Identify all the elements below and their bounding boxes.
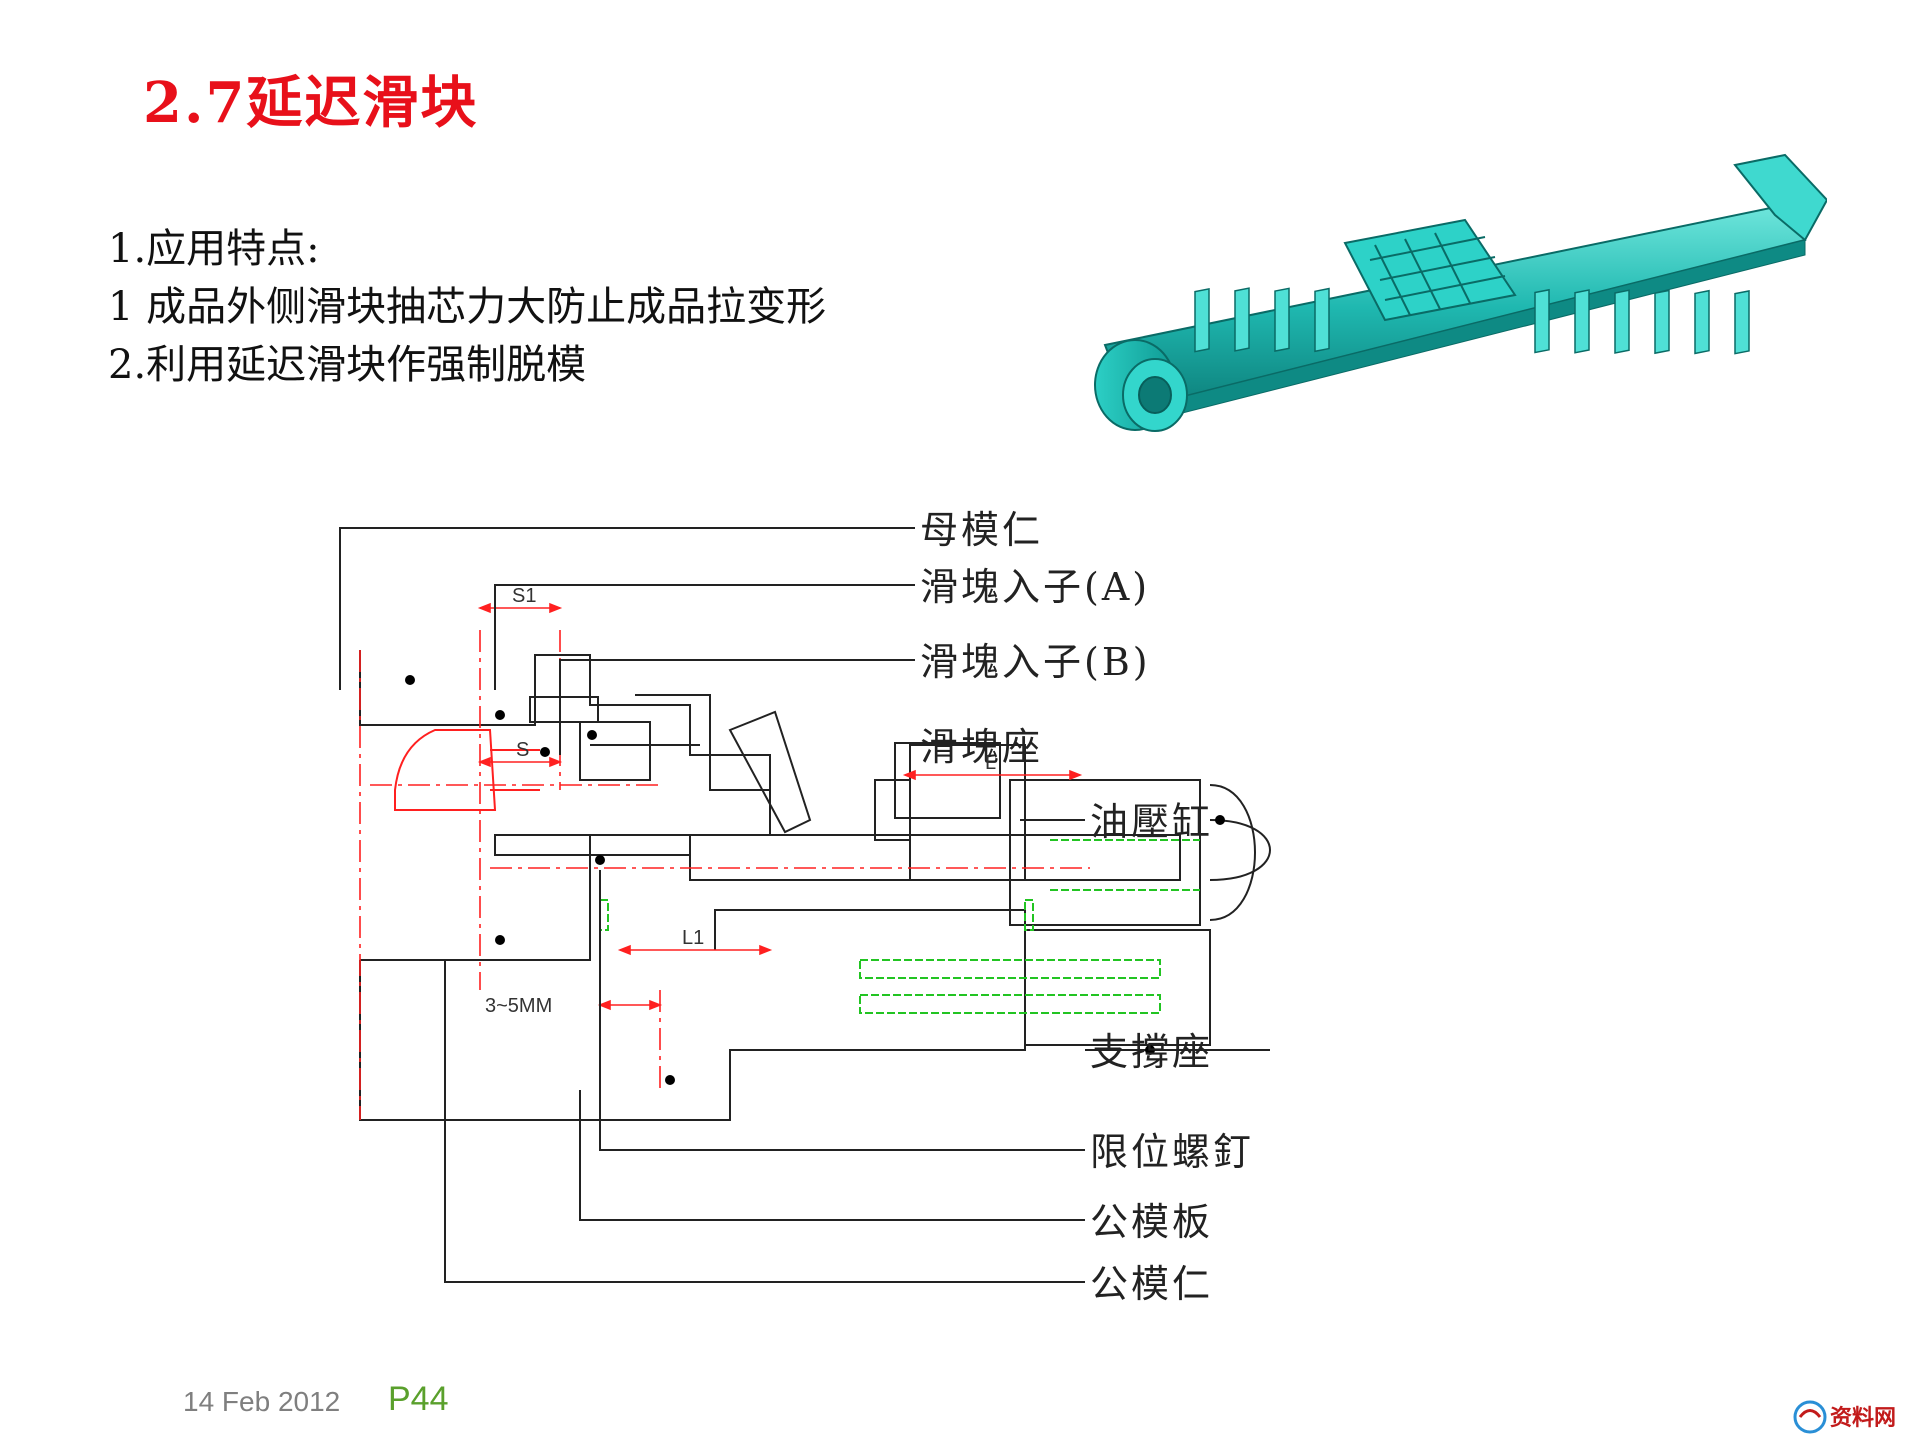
bullet-list: 1.应用特点: 1 成品外侧滑块抽芯力大防止成品拉变形 2.利用延迟滑块作强制脱… [108,220,826,394]
label-male-plate: 公模板 [1090,1200,1213,1244]
label-stop-screw: 限位螺釘 [1090,1130,1254,1174]
label-male-core: 公模仁 [1090,1262,1213,1306]
slide-title: 2.7延迟滑块 [143,70,479,136]
watermark-text: 资料网 [1830,1405,1896,1430]
label-female-core: 母模仁 [920,508,1043,552]
dim-gap: 3~5MM [485,995,552,1017]
label-slider-seat: 滑塊座 [920,725,1043,769]
dim-l: L [985,752,996,774]
label-slider-insert-a: 滑塊入子(A) [920,565,1150,609]
label-slider-insert-b: 滑塊入子(B) [920,640,1151,684]
watermark-logo: 资料网 [1793,1400,1896,1434]
slider-mold-section-diagram: 母模仁 滑塊入子(A) 滑塊入子(B) 滑塊座 油壓缸 支撐座 限位螺釘 公模板… [339,508,1271,1306]
dim-l1: L1 [682,927,704,949]
label-support-seat: 支撐座 [1090,1030,1213,1074]
bullet-item: 1.应用特点: [108,226,320,272]
dim-s1: S1 [512,585,536,607]
footer-page-number: P44 [388,1380,449,1418]
footer-date: 14 Feb 2012 [183,1386,341,1417]
product-render-image [1094,153,1827,432]
dim-s: S [516,739,529,761]
bullet-item: 1 成品外侧滑块抽芯力大防止成品拉变形 [108,284,827,330]
label-hydraulic-cylinder: 油壓缸 [1090,800,1213,844]
bullet-item: 2.利用延迟滑块作强制脱模 [108,342,587,388]
